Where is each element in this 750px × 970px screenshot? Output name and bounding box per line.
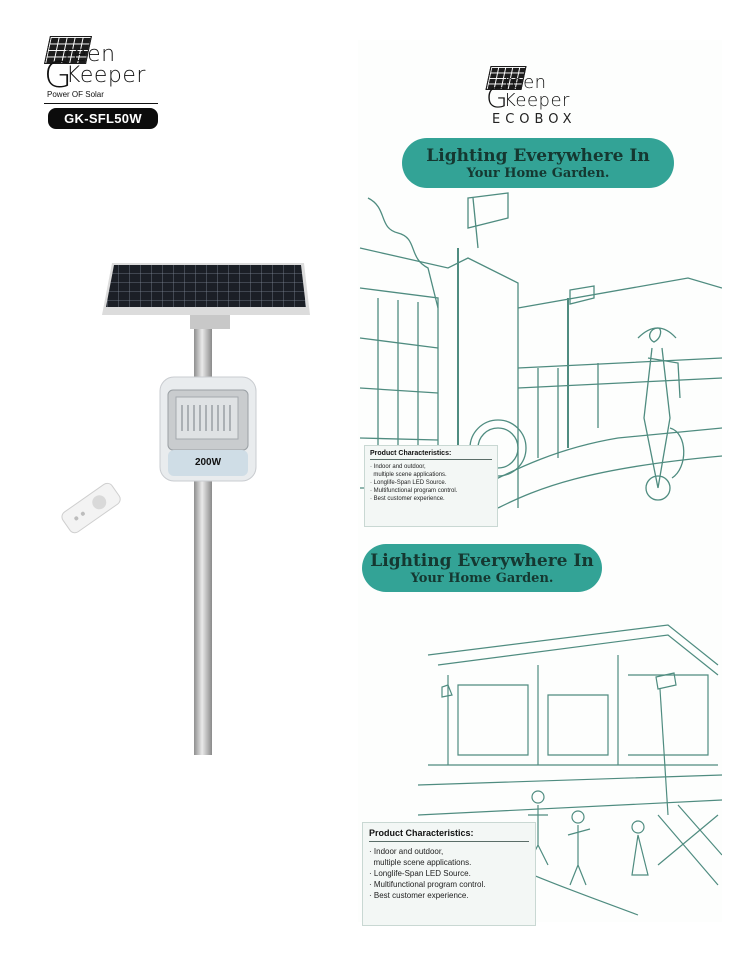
lamp-wattage-label: 200W <box>195 457 222 468</box>
characteristic-item: multiple scene applications. <box>373 472 447 478</box>
logo-g-glyph: G <box>44 55 73 96</box>
logo-word-keeper: Keeper <box>66 63 146 88</box>
characteristics-title-top: Product Characteristics: <box>370 450 452 457</box>
characteristic-item: multiple scene applications. <box>373 858 472 867</box>
heading-bottom-line1: Lighting Everywhere In <box>370 551 594 571</box>
logo-word-green: reen <box>64 42 116 67</box>
model-badge: GK-SFL50W <box>48 108 158 129</box>
characteristic-item: · Longlife-Span LED Source. <box>370 480 447 486</box>
characteristics-divider-top <box>370 459 492 460</box>
characteristics-divider-bottom <box>369 841 529 842</box>
characteristics-box-bottom: Product Characteristics: · Indoor and ou… <box>362 822 536 926</box>
characteristic-item: · Indoor and outdoor, <box>369 847 444 856</box>
heading-top-line2: Your Home Garden. <box>466 166 610 181</box>
characteristics-title-bottom: Product Characteristics: <box>369 828 474 838</box>
heading-top-line1: Lighting Everywhere In <box>426 146 650 166</box>
brand-block: reen G Keeper Power OF Solar GK-SFL50W <box>40 36 165 136</box>
poster: reen G Keeper ECOBOX Lighting Everywhere… <box>358 40 722 926</box>
heading-bottom-line2: Your Home Garden. <box>410 571 554 586</box>
solar-street-light-image: 200W <box>61 263 310 755</box>
product-illustration: 200W <box>52 255 322 755</box>
characteristic-item: · Best customer experience. <box>369 891 469 900</box>
characteristic-item: · Best customer experience. <box>370 496 445 502</box>
heading-pill-top: Lighting Everywhere In Your Home Garden. <box>402 138 674 188</box>
poster-logo-word-keeper: Keeper <box>504 90 570 111</box>
characteristic-item: · Indoor and outdoor, <box>370 464 426 470</box>
street-scene-illustration <box>359 192 722 518</box>
characteristics-list-bottom: · Indoor and outdoor, multiple scene app… <box>369 846 529 901</box>
characteristic-item: · Multifunctional program control. <box>369 880 486 889</box>
characteristics-list-top: · Indoor and outdoor, multiple scene app… <box>370 463 492 503</box>
poster-sub-brand: ECOBOX <box>492 112 577 127</box>
characteristics-box-top: Product Characteristics: · Indoor and ou… <box>364 445 498 527</box>
poster-logo-word-green: reen <box>504 72 547 93</box>
divider <box>44 103 158 104</box>
characteristic-item: · Multifunctional program control. <box>370 488 458 494</box>
heading-pill-bottom: Lighting Everywhere In Your Home Garden. <box>362 544 602 592</box>
poster-logo-g-glyph: G <box>486 81 509 114</box>
tagline: Power OF Solar <box>47 90 104 99</box>
solar-panel <box>106 265 306 307</box>
remote-control-icon <box>61 482 121 534</box>
characteristic-item: · Longlife-Span LED Source. <box>369 869 471 878</box>
